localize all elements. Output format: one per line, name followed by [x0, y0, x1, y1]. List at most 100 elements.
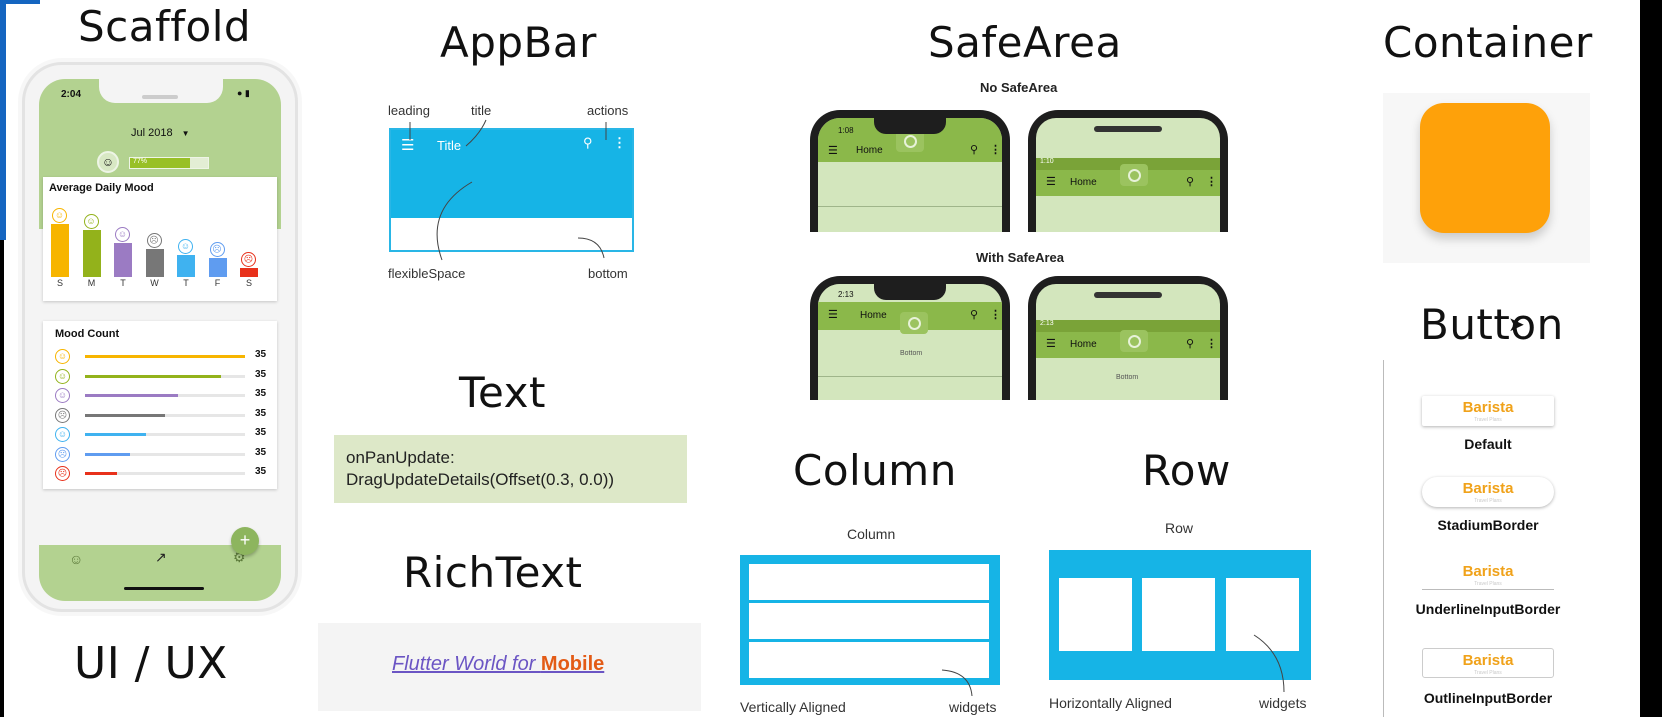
row-child-2: [1142, 578, 1215, 651]
progress-label: 77%: [133, 158, 148, 165]
mood-bar: [240, 268, 258, 277]
heading-uiux: UI / UX: [74, 638, 228, 689]
ios-notch: [874, 118, 946, 134]
mood-count-fill: [85, 452, 130, 456]
mood-count-row: ☹35: [55, 445, 266, 465]
appbar-home-label: Home: [1070, 177, 1097, 188]
row-right-note: widgets: [1259, 695, 1307, 711]
button-default-label: Default: [1464, 436, 1512, 452]
row-arrow: [1253, 634, 1285, 693]
status-icons: ● ▮: [237, 88, 250, 98]
divider: [818, 206, 1002, 207]
button-underline-text: Barista: [1462, 563, 1514, 580]
search-icon[interactable]: ⚲: [970, 309, 979, 321]
button-section-divider: [1383, 360, 1384, 717]
search-icon[interactable]: ⚲: [1186, 176, 1195, 188]
mood-count-row: ☺ 35: [55, 347, 266, 367]
more-vert-icon[interactable]: ⋮: [990, 144, 1001, 156]
chart-nav-icon[interactable]: ↗: [155, 549, 167, 565]
mood-face-icon: ☺: [55, 388, 70, 403]
mood-count-row: ☺35: [55, 425, 266, 445]
mood-count-card: Mood Count ☺35☺35☺35☹35☺35☹35☹35: [43, 321, 277, 489]
menu-icon[interactable]: ☰: [1046, 176, 1056, 188]
mood-face-icon: ☺: [55, 349, 70, 364]
menu-icon[interactable]: ☰: [828, 309, 838, 321]
mood-count-fill: [85, 472, 117, 475]
top-blue-accent: [0, 0, 40, 4]
mood-face-icon: ☹: [146, 233, 162, 248]
column-child-2: [749, 603, 989, 639]
text-example-line1: onPanUpdate:: [346, 448, 455, 467]
appbar-blue-area: ☰ Title ⚲ ⋮: [391, 130, 632, 218]
row-child-1: [1059, 578, 1132, 651]
text-example-line2: DragUpdateDetails(Offset(0.3, 0.0)): [346, 470, 615, 489]
mood-count-fill: [85, 374, 221, 378]
mood-count-fill: [85, 355, 245, 358]
month-label: Jul 2018: [131, 127, 173, 139]
mood-count-value: 35: [255, 466, 267, 477]
column-caption: Column: [847, 526, 896, 542]
search-icon[interactable]: ⚲: [583, 135, 593, 150]
bottom-text: Bottom: [900, 350, 923, 357]
button-default-sub: Travel Plans: [1474, 417, 1502, 423]
average-mood-card: Average Daily Mood ☺S☺M☺T☹W☺T☹F☹S: [43, 177, 277, 301]
mood-face-icon: ☺: [55, 427, 70, 442]
row-caption: Row: [1165, 520, 1194, 536]
search-icon[interactable]: ⚲: [1186, 338, 1195, 350]
month-selector[interactable]: Jul 2018 ▼: [131, 127, 190, 139]
ios-time: 2:13: [838, 290, 854, 299]
right-screen-edge: [1640, 0, 1662, 717]
add-fab-button[interactable]: +: [231, 527, 259, 555]
ios-screen-no-safearea: 1:08 ☰ Home ⚲ ⋮: [818, 118, 1002, 232]
heading-button: Button: [1420, 300, 1564, 349]
button-stadium[interactable]: Barista Travel Plans: [1422, 477, 1554, 507]
mood-bar: [145, 249, 164, 277]
progress-track: 77%: [129, 157, 209, 169]
menu-icon[interactable]: ☰: [828, 145, 838, 157]
appbar-arrows: [409, 119, 607, 261]
more-vert-icon[interactable]: ⋮: [990, 309, 1001, 321]
day-label: S: [245, 278, 252, 288]
mood-count-value: 35: [255, 349, 267, 360]
menu-icon[interactable]: ☰: [401, 137, 415, 154]
day-label: F: [214, 278, 221, 288]
button-outline-sub: Travel Plans: [1474, 670, 1502, 676]
text-example-box: onPanUpdate: DragUpdateDetails(Offset(0.…: [334, 435, 687, 503]
button-outline[interactable]: Barista Travel Plans: [1422, 648, 1554, 678]
button-underline[interactable]: Barista Travel Plans: [1422, 560, 1554, 590]
mood-bar: [114, 243, 132, 277]
heading-container: Container: [1383, 18, 1593, 67]
button-stadium-sub: Travel Plans: [1474, 498, 1502, 504]
heading-text: Text: [459, 368, 546, 417]
android-speaker: [1094, 126, 1162, 132]
android-statusbar: 2:13: [1036, 320, 1220, 332]
day-label: T: [120, 278, 126, 288]
mood-count-value: 35: [255, 407, 267, 419]
label-leading: leading: [388, 103, 430, 118]
scaffold-phone-mockup: 2:04 ● ▮ Jul 2018 ▼ ☺ 77% Average Daily …: [22, 62, 298, 612]
left-blue-accent: [0, 0, 6, 240]
menu-icon[interactable]: ☰: [1046, 338, 1056, 350]
mood-face-icon: ☺: [55, 368, 70, 384]
appbar-title-text: Title: [437, 138, 462, 153]
more-vert-icon[interactable]: ⋮: [613, 135, 626, 150]
mood-count-row: ☺35: [55, 386, 266, 406]
row-child-3: [1226, 578, 1299, 651]
mood-face-icon: ☹: [55, 407, 70, 423]
column-arrow: [941, 669, 973, 697]
richtext-part2: Mobile: [540, 653, 605, 675]
more-vert-icon[interactable]: ⋮: [1206, 176, 1217, 188]
mood-face-icon: ☺: [83, 214, 99, 229]
button-default[interactable]: Barista Travel Plans: [1422, 396, 1554, 426]
mouse-cursor-icon: ➤: [1508, 314, 1525, 336]
mood-face-icon: ☺: [178, 239, 193, 254]
heading-row: Row: [1142, 446, 1231, 495]
left-screen-edge: [0, 0, 4, 717]
more-vert-icon[interactable]: ⋮: [1206, 338, 1217, 350]
search-icon[interactable]: ⚲: [970, 144, 979, 156]
appbar-home-label: Home: [1070, 339, 1097, 350]
mood-face-icon: ☹: [55, 466, 70, 481]
android-speaker: [1094, 292, 1162, 298]
mood-bar: [177, 255, 195, 277]
smiley-nav-icon[interactable]: ☺: [69, 551, 84, 567]
